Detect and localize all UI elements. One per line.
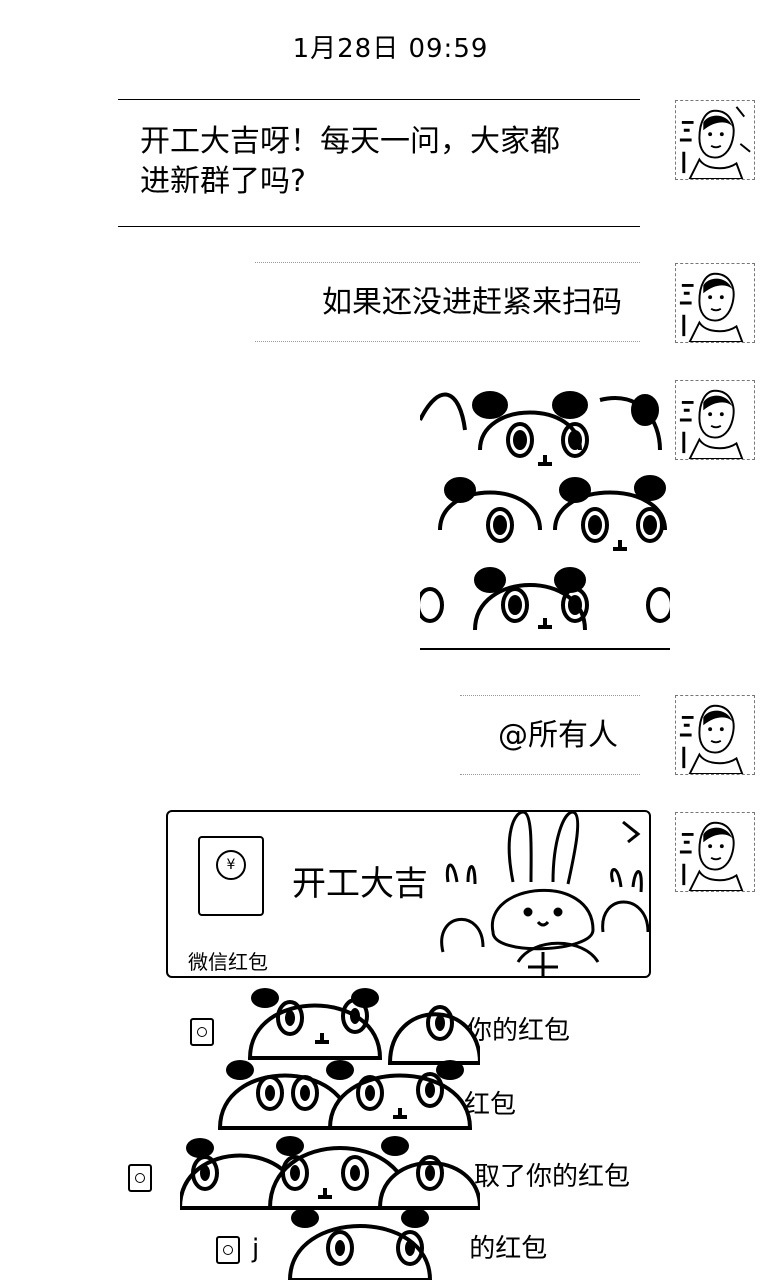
notice-text: 红包 <box>464 1090 517 1120</box>
avatar[interactable] <box>675 380 755 460</box>
red-packet-icon: ¥ <box>198 836 264 916</box>
red-packet-small-icon <box>128 1163 152 1192</box>
message-bubble-2[interactable]: 如果还没进赶紧来扫码 <box>255 262 640 342</box>
notice-text: 的红包 <box>469 1234 548 1264</box>
currency-coin: ¥ <box>216 850 246 880</box>
message-text: @所有人 <box>498 718 618 753</box>
avatar-portrait-icon <box>679 272 744 342</box>
avatar[interactable] <box>675 100 755 180</box>
red-packet-small-icon <box>190 1017 214 1046</box>
message-text-line: 开工大吉呀！每天一问，大家都 <box>140 124 560 159</box>
avatar-portrait-icon <box>679 821 744 891</box>
timestamp: 1月28日 09:59 <box>292 34 489 64</box>
red-packet-notice: 你的红包 <box>190 1010 570 1047</box>
panda-sticker[interactable] <box>420 360 670 650</box>
bunny-driving-illustration-icon <box>440 812 649 976</box>
avatar-portrait-icon <box>679 704 744 774</box>
red-packet-small-icon <box>216 1235 240 1264</box>
notice-prefix: j <box>252 1234 260 1264</box>
message-bubble-1[interactable]: 开工大吉呀！每天一问，大家都 进新群了吗? <box>118 99 640 227</box>
notice-text: 你的红包 <box>466 1016 571 1046</box>
notice-text: 取了你的红包 <box>474 1162 631 1192</box>
panda-crowd-sticker-icon <box>420 391 670 650</box>
red-packet-notice: 红包 <box>236 1084 516 1121</box>
avatar-portrait-icon <box>679 106 751 179</box>
avatar-portrait-icon <box>679 389 744 459</box>
red-packet-footer: 微信红包 <box>188 950 268 974</box>
red-packet-notice: 取了你的红包 <box>128 1156 630 1193</box>
avatar[interactable] <box>675 695 755 775</box>
avatar[interactable] <box>675 263 755 343</box>
red-packet-card[interactable]: ¥ 开工大吉 微信红包 <box>166 810 651 978</box>
panda-sticker[interactable] <box>180 978 480 1280</box>
message-text-line: 进新群了吗? <box>140 164 306 199</box>
avatar[interactable] <box>675 812 755 892</box>
message-text: 如果还没进赶紧来扫码 <box>322 285 622 320</box>
red-packet-title: 开工大吉 <box>292 864 428 904</box>
red-packet-notice: j 的红包 <box>216 1228 547 1265</box>
message-bubble-4[interactable]: @所有人 <box>460 695 640 775</box>
panda-crowd-sticker-icon <box>180 988 480 1280</box>
